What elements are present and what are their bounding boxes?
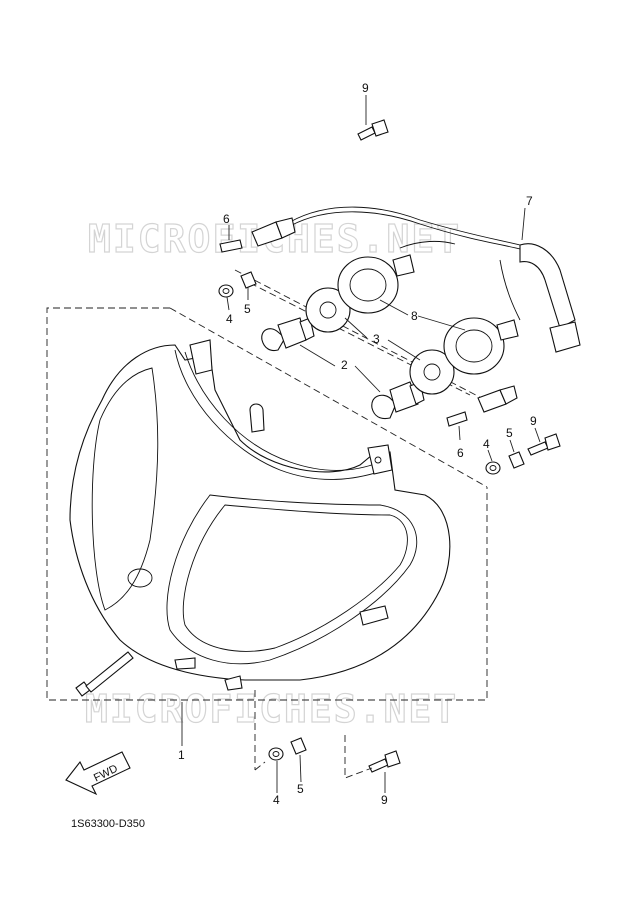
position-lamp-socket-upper — [251, 217, 296, 247]
fwd-arrow: FWD — [65, 751, 131, 796]
bolt-right — [527, 433, 561, 456]
callout-3: 3 — [373, 332, 380, 346]
callout-5-upper: 5 — [244, 302, 251, 316]
collar-a — [240, 271, 257, 289]
callout-2: 2 — [341, 358, 348, 372]
socket-cover-upper — [337, 256, 399, 314]
callout-9-top: 9 — [362, 81, 369, 95]
callout-9-bottom: 9 — [381, 793, 388, 807]
bolt-top — [357, 119, 389, 141]
bulb-holder-lower — [409, 349, 455, 395]
callout-6-upper: 6 — [223, 212, 230, 226]
bulb-lower — [371, 381, 425, 420]
bulb-holder-upper — [305, 287, 351, 333]
callout-labels: 9 6 7 8 3 2 4 5 6 4 5 9 1 4 5 9 — [178, 81, 537, 807]
callout-4-right: 4 — [483, 437, 490, 451]
position-bulb-lower — [446, 411, 468, 427]
callout-5-right: 5 — [506, 426, 513, 440]
callout-8: 8 — [411, 309, 418, 323]
collar-b — [508, 451, 525, 469]
diagram-code: 1S63300-D350 — [71, 818, 146, 830]
callout-7: 7 — [526, 194, 533, 208]
grommet-c — [268, 747, 284, 761]
headlight-housing — [69, 339, 451, 691]
callout-4-upper: 4 — [226, 312, 233, 326]
assembly-boundary — [46, 307, 488, 701]
grommet-b — [485, 461, 501, 475]
socket-cover-lower — [443, 317, 505, 375]
watermark-bottom: MICROFICHES.NET — [85, 687, 458, 731]
wire-harness — [289, 206, 581, 353]
position-lamp-socket-lower — [477, 385, 518, 413]
bolt-bottom — [368, 750, 401, 773]
leader-lines — [181, 95, 541, 793]
grommet-a — [218, 284, 234, 298]
bulb-upper — [261, 317, 315, 352]
callout-4-bottom: 4 — [273, 793, 280, 807]
callout-1: 1 — [178, 748, 185, 762]
collar-c — [290, 737, 307, 755]
callout-9-right: 9 — [530, 414, 537, 428]
screw-left — [75, 651, 134, 697]
position-bulb-upper — [219, 239, 243, 253]
callout-6-lower: 6 — [457, 446, 464, 460]
lower-leader-dash — [254, 690, 373, 779]
callout-5-bottom: 5 — [297, 782, 304, 796]
